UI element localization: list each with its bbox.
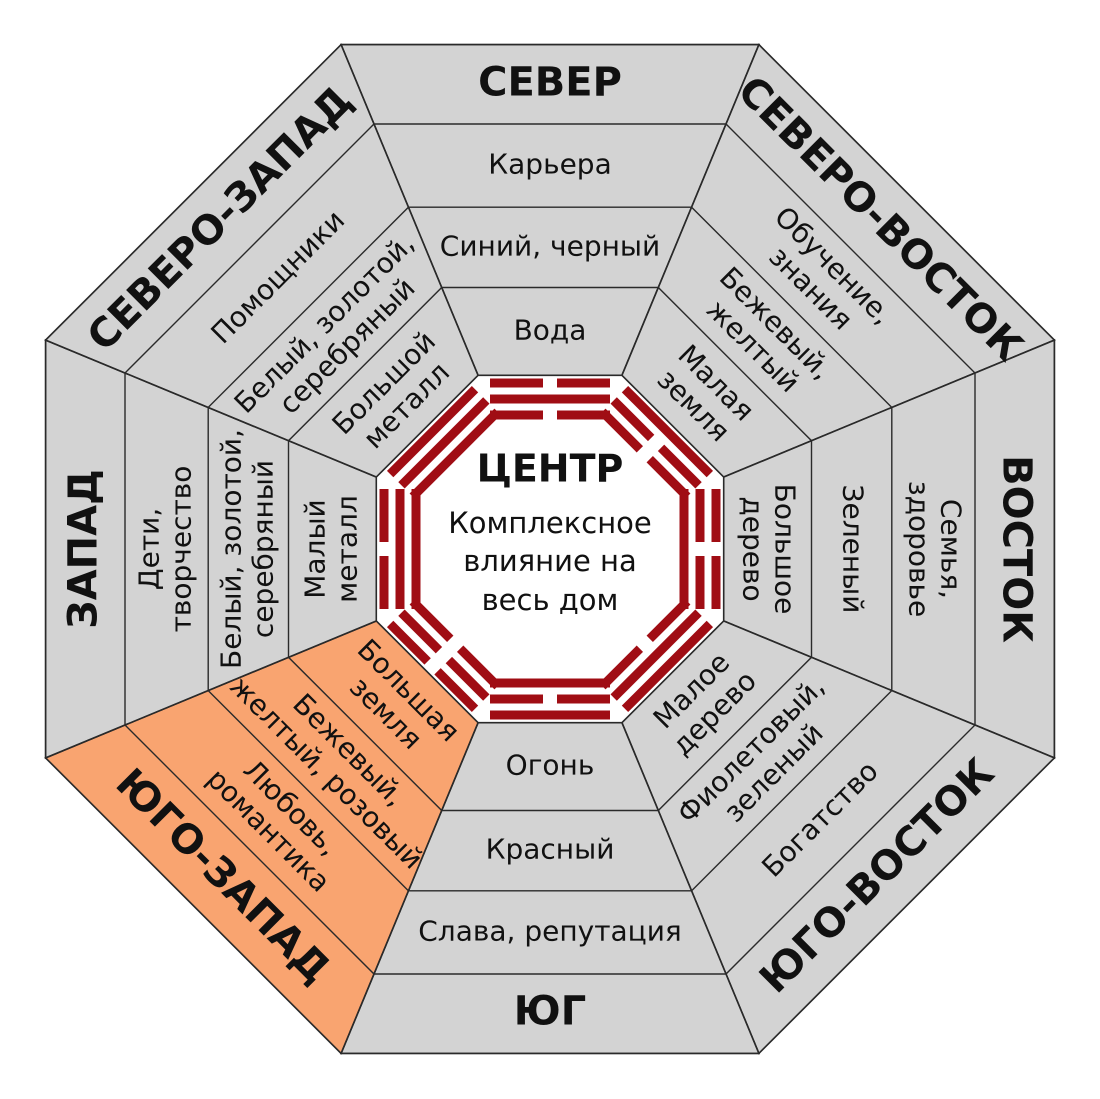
east-aspect-line-2: здоровье [902,481,935,618]
north-colors-line-1: Синий, черный [440,229,660,262]
ring-boundary [124,123,976,975]
west-aspect: Дети,творчество [133,466,198,633]
south-colors: Красный [486,833,615,866]
trigram-line-broken [711,556,721,609]
south-element: Огонь [506,749,595,782]
trigram-line-broken [695,556,705,609]
trigram-line-broken [445,656,490,701]
center-line-2: влияние на [463,544,637,578]
trigram-line-broken [557,410,610,420]
ring-boundary [44,43,1056,1055]
north-trigram [490,378,610,420]
trigram-line-broken [599,408,644,453]
east-direction: ВОСТОК [994,455,1040,643]
trigram-line-solid [490,394,610,404]
north-aspect: Карьера [488,148,611,181]
north-element: Вода [514,313,587,346]
ring-boundary [287,286,813,812]
southeast-trigram [599,598,714,713]
trigram-line-broken [409,598,454,643]
trigram-line-broken [379,556,389,609]
trigram-line-broken [434,668,479,713]
west-colors-line-2: серебряный [246,460,279,638]
trigram-line-broken [456,645,501,690]
south-direction: ЮГ [514,989,586,1035]
east-trigram [679,489,721,609]
south-aspect-line-1: Слава, репутация [418,914,682,947]
center-line-3: весь дом [482,583,619,617]
east-direction-line-1: ВОСТОК [994,455,1040,643]
south-direction-line-1: ЮГ [514,989,586,1035]
trigram-line-broken [379,489,389,542]
trigram-line-solid [398,397,490,489]
trigram-line-solid [490,710,610,720]
east-aspect: Семья,здоровье [902,481,967,618]
trigram-line-solid [490,678,610,688]
trigram-line-broken [646,455,691,500]
east-colors: Зеленый [837,485,870,614]
trigram-line-broken [490,410,543,420]
center-octagon [375,374,725,724]
north-aspect-line-1: Карьера [488,148,611,181]
trigram-line-broken [557,694,610,704]
center-line-1: Комплексное [448,506,652,540]
trigram-line-broken [695,489,705,542]
north-direction-line-1: СЕВЕР [478,59,622,105]
east-element-line-1: Большое [769,484,802,615]
trigram-line-solid [621,620,714,713]
trigram-line-solid [621,385,714,478]
east-element-line-2: дерево [737,496,770,601]
trigram-line-broken [490,694,543,704]
west-colors: Белый, золотой,серебряный [214,429,279,669]
trigram-line-solid [409,408,501,500]
south-trigram [490,678,610,720]
trigram-line-solid [386,385,479,478]
south-element-line-1: Огонь [506,749,595,782]
west-element-line-1: Малый [298,499,331,599]
trigram-line-broken [490,378,543,388]
north-colors: Синий, черный [440,229,660,262]
trigram-symbols [379,378,721,720]
center-label: ЦЕНТР Комплексное влияние на весь дом [448,447,652,618]
west-aspect-line-1: Дети, [133,508,166,591]
trigram-line-solid [411,489,421,609]
trigram-line-broken [599,645,644,690]
trigram-line-broken [646,598,691,643]
center-title: ЦЕНТР [477,447,624,491]
trigram-line-broken [711,489,721,542]
east-colors-line-1: Зеленый [837,485,870,614]
west-aspect-line-2: творчество [165,466,198,633]
north-element-line-1: Вода [514,313,587,346]
trigram-line-broken [610,397,655,442]
south-colors-line-1: Красный [486,833,615,866]
trigram-line-broken [657,444,702,489]
trigram-line-solid [395,489,405,609]
southwest-trigram [386,598,501,713]
trigram-line-solid [610,609,702,701]
west-trigram [379,489,421,609]
trigram-line-solid [679,489,689,609]
north-direction: СЕВЕР [478,59,622,105]
west-direction-line-1: ЗАПАД [60,469,106,628]
west-direction: ЗАПАД [60,469,106,628]
west-element-line-2: металл [330,495,363,603]
south-aspect: Слава, репутация [418,914,682,947]
northeast-trigram [599,385,714,500]
west-colors-line-1: Белый, золотой, [214,429,247,669]
trigram-line-broken [386,620,431,665]
ring-boundary [207,206,893,892]
northwest-trigram [386,385,501,500]
trigram-line-broken [398,609,443,654]
trigram-line-broken [557,378,610,388]
east-aspect-line-1: Семья, [934,499,967,599]
